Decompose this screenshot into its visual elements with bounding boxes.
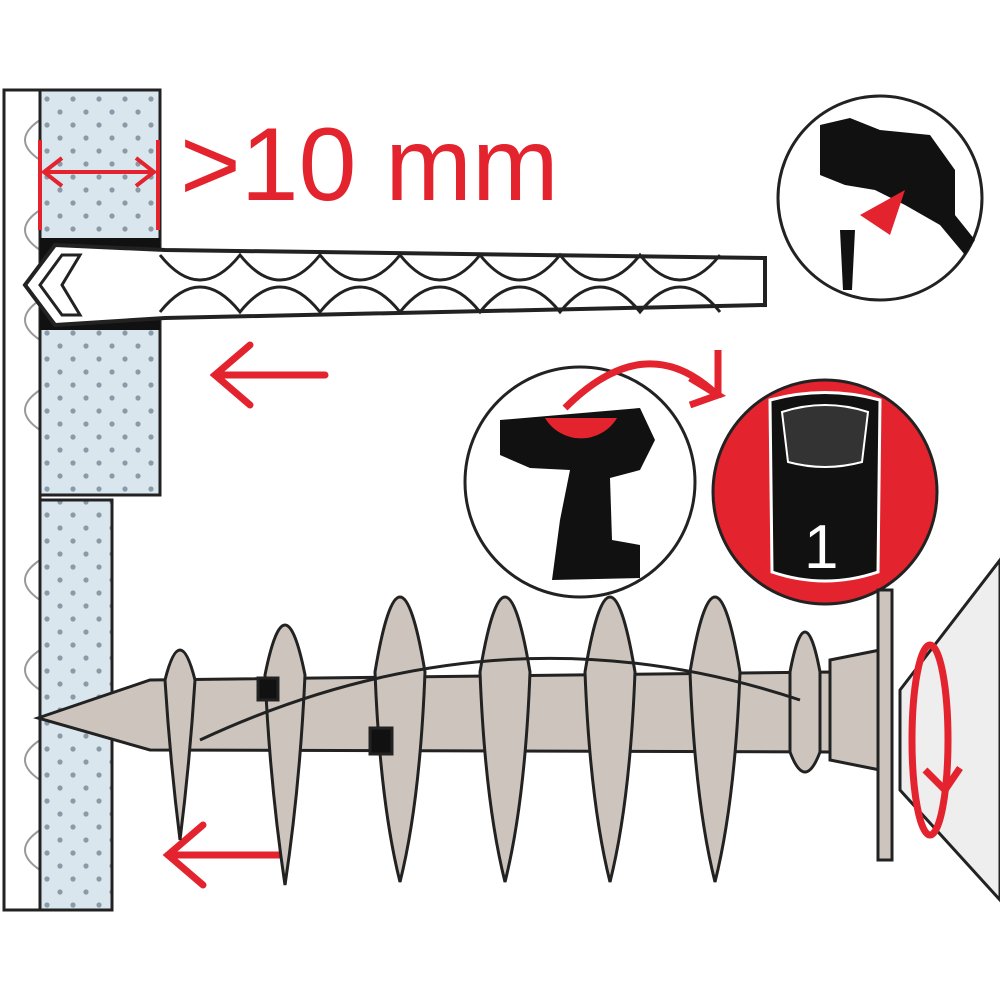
rotation-arrow-icon [908, 641, 963, 839]
direction-arrow-icon [209, 341, 329, 409]
cordless-drill-icon [463, 350, 727, 599]
screwdriver-bit-icon: 1 [711, 378, 939, 606]
dimension-arrow [38, 140, 160, 230]
wall [2, 88, 162, 912]
hammer-drill-icon [776, 94, 984, 302]
drill-bit-icon [22, 242, 767, 328]
direction-arrow-icon [162, 821, 284, 889]
dimension-label: >10 mm [180, 107, 559, 223]
bit-size-label: 1 [804, 513, 838, 582]
insulation-anchor [32, 557, 1000, 903]
